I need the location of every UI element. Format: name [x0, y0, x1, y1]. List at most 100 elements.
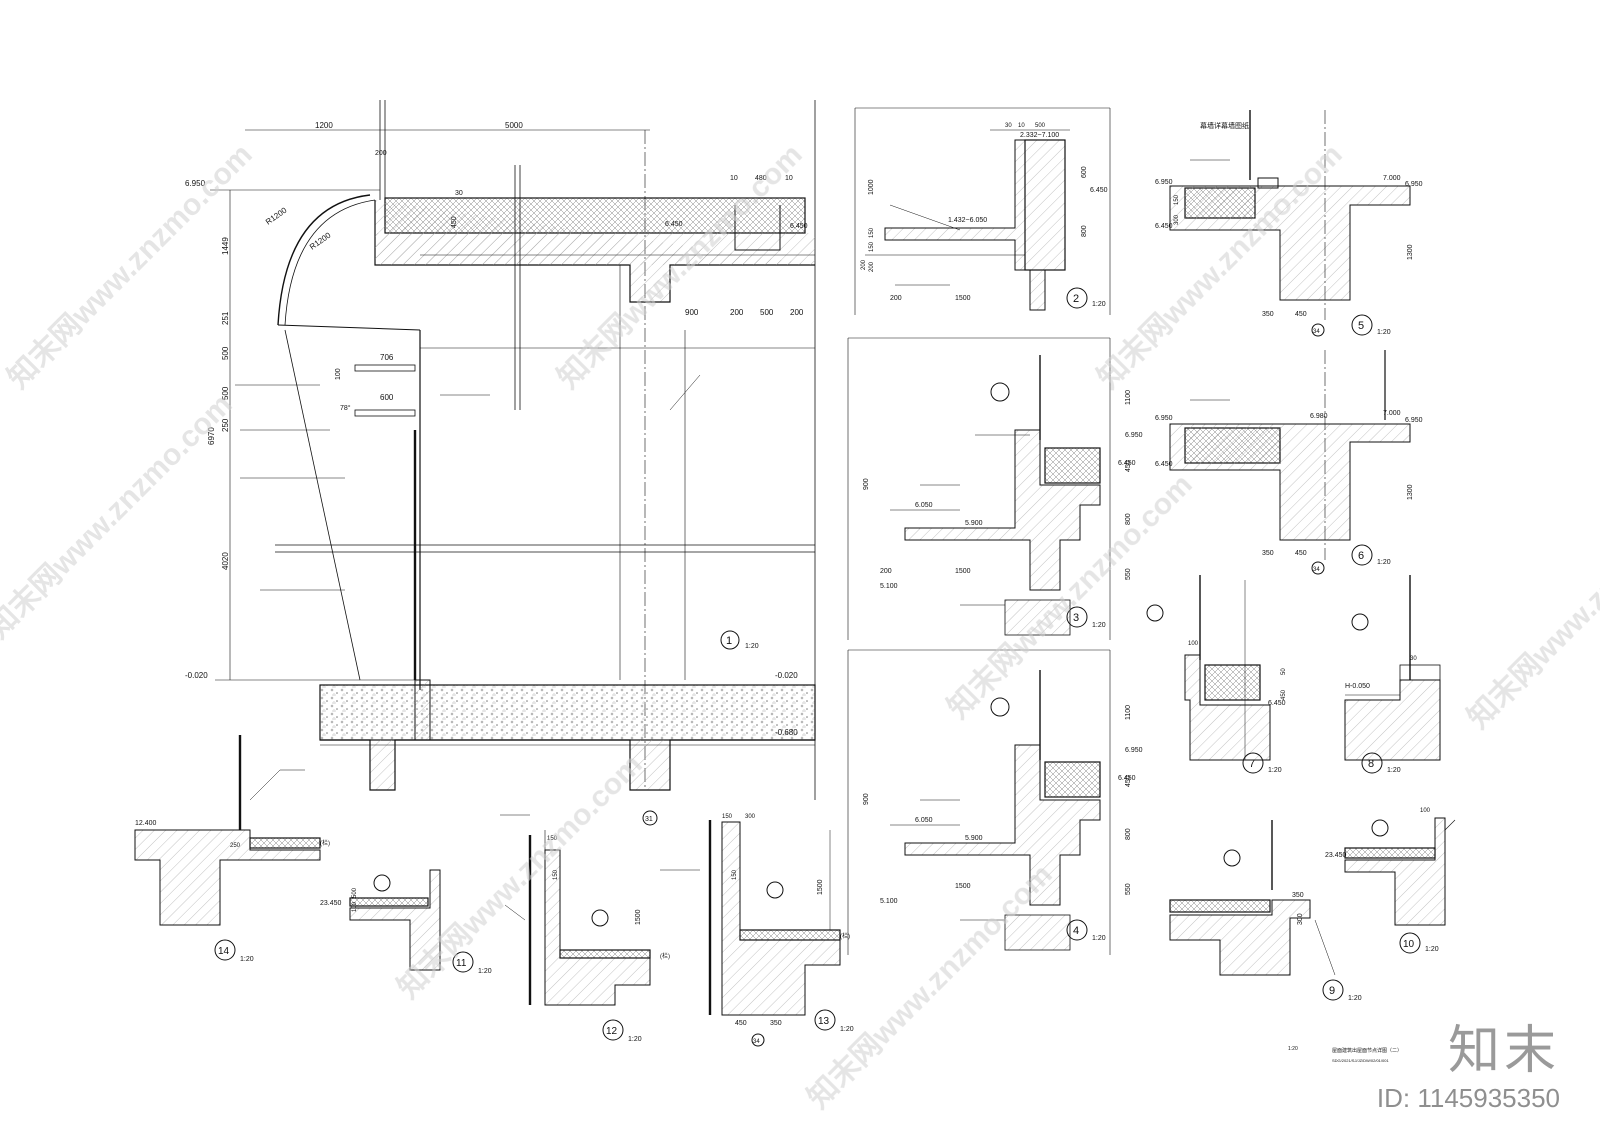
d5-level-6950-b: 6.950: [1405, 181, 1423, 188]
d6-level-7000: 7.000: [1383, 410, 1401, 417]
d10-level: 23.450: [1325, 852, 1347, 859]
dim-10-a: 10: [730, 175, 738, 182]
watermark-text: 知末网www.znzmo.com: [0, 388, 239, 645]
d2-level-range: 2.332~7.100: [1020, 132, 1059, 139]
d13-dim-1500: 1500: [817, 879, 824, 895]
dim-1449: 1449: [221, 237, 230, 255]
d5-level-7000: 7.000: [1383, 175, 1401, 182]
detail-14-scale: 1:20: [240, 956, 254, 963]
d3-dim-200: 200: [880, 568, 892, 575]
dim-4020: 4020: [221, 552, 230, 570]
d4-dim-900: 900: [863, 793, 870, 805]
d14-note: (栏): [320, 839, 330, 847]
d4-level-6050: 6.050: [915, 817, 933, 824]
detail-9-scale: 1:20: [1348, 995, 1362, 1002]
dim-1200: 1200: [315, 121, 333, 130]
detail-11-bubble: [452, 951, 474, 973]
detail-11-scale: 1:20: [478, 968, 492, 975]
detail-3-labels: 6.950 6.450 6.050 5.900 5.100 1100 450 8…: [863, 382, 1143, 629]
detail-4-bubble: [1066, 919, 1088, 941]
axis-31-label: 31: [645, 816, 653, 823]
level-m0020-a: -0.020: [185, 671, 208, 680]
detail-13-labels: 150 300 150 1500 450 350 (栏) 34 13 1:20: [722, 814, 854, 1047]
title-block-title: 屋面建筑出屋面节点详图（二）: [1332, 1047, 1402, 1054]
d10-ref-bubble: [1371, 819, 1389, 837]
detail-3: [847, 337, 1111, 640]
dim-480: 480: [755, 175, 767, 182]
detail-5-scale: 1:20: [1377, 329, 1391, 336]
detail-4-number: 4: [1073, 925, 1079, 937]
detail-6: [1169, 350, 1411, 560]
d8-ref-bubble: [1351, 613, 1369, 631]
d13-dim-300: 300: [745, 814, 756, 820]
d2-level-b: 6.450: [1090, 187, 1108, 194]
detail-5-bubble: [1351, 314, 1373, 336]
level-6950: 6.950: [185, 179, 206, 188]
detail-7-scale: 1:20: [1268, 767, 1282, 774]
d12-dim-1500: 1500: [635, 909, 642, 925]
d5-level-6950: 6.950: [1155, 179, 1173, 186]
detail-13-scale: 1:20: [840, 1026, 854, 1033]
d6-axis-bubble: [1311, 561, 1325, 575]
d13-note: (栏): [840, 932, 850, 940]
dim-500-a: 500: [221, 346, 230, 360]
detail-2: [854, 107, 1111, 315]
d3-dim-450: 450: [1125, 460, 1132, 472]
d7-ref-bubble: [1146, 604, 1164, 622]
d2-dim-200-c: 200: [861, 259, 867, 270]
d4-level-5900: 5.900: [965, 835, 983, 842]
d12-dim-150-b: 150: [553, 869, 559, 880]
d3-level-6950: 6.950: [1125, 432, 1143, 439]
detail-5-labels: 幕墙详幕墙图纸 6.950 6.450 7.000 6.950 150 300 …: [1155, 121, 1423, 337]
d9-dim-350: 350: [1292, 892, 1304, 899]
d3-ref-bubble: [990, 382, 1010, 402]
detail-2-labels: 30 10 500 2.332~7.100 1000 600 800 1500 …: [861, 123, 1108, 309]
d2-level-a: 1.432~6.050: [948, 217, 987, 224]
d6-level-6950: 6.950: [1155, 415, 1173, 422]
detail-1-scale: 1:20: [745, 643, 759, 650]
d9-ref-bubble: [1223, 849, 1241, 867]
detail-3-number: 3: [1073, 612, 1079, 624]
d10-dim-100: 100: [1420, 808, 1431, 814]
d13-dim-150-b: 150: [732, 869, 738, 880]
detail-1-number: 1: [726, 635, 732, 647]
detail-9: [1169, 820, 1336, 976]
d13-axis-bubble: [751, 1033, 765, 1047]
d4-level-5100: 5.100: [880, 898, 898, 905]
watermark-text: 知末网www.znzmo.com: [552, 138, 809, 395]
detail-14-labels: 12.400 250 (栏) 14 1:20: [135, 820, 330, 963]
d6-axis: 34: [1313, 567, 1320, 573]
detail-9-bubble: [1322, 979, 1344, 1001]
d11-dim-500: 500: [352, 887, 358, 898]
dim-5000: 5000: [505, 121, 523, 130]
detail-1-labels: 1200 5000 200 6.950 6.450 6.450 -0.020 -…: [185, 121, 808, 826]
detail-10-labels: 100 23.450 10 1:20: [1325, 808, 1439, 954]
dim-200: 200: [375, 150, 387, 157]
detail-10: [1344, 817, 1456, 926]
detail-14: [134, 735, 321, 926]
dim-6970: 6970: [207, 427, 216, 445]
d6-level-6450: 6.450: [1155, 461, 1173, 468]
radius-b: R1200: [308, 230, 333, 251]
watermark-text: 知末网www.znzmo.com: [802, 858, 1059, 1115]
brand-id: ID: 1145935350: [1376, 1083, 1560, 1113]
d4-level-6450: 6.450: [1118, 775, 1136, 782]
detail-8-scale: 1:20: [1387, 767, 1401, 774]
detail-9-labels: 350 300 9 1:20: [1223, 849, 1362, 1002]
dim-450: 450: [451, 216, 458, 228]
d6-level-6950-b: 6.950: [1405, 417, 1423, 424]
detail-7-number: 7: [1249, 758, 1255, 770]
d3-dim-1500: 1500: [955, 568, 971, 575]
d4-level-6950: 6.950: [1125, 747, 1143, 754]
d4-ref-bubble: [990, 697, 1010, 717]
detail-12: [500, 814, 651, 1006]
d7-dim-450: 450: [1281, 689, 1287, 700]
d5-dim-1300: 1300: [1407, 244, 1414, 260]
d2-dim-150-b: 150: [869, 227, 875, 238]
d3-dim-550: 550: [1125, 568, 1132, 580]
d5-dim-450: 450: [1295, 311, 1307, 318]
d11-dim-100: 100: [352, 901, 358, 912]
detail-13-number: 13: [818, 1016, 830, 1027]
d2-dim-200-a: 200: [890, 295, 902, 302]
axis-31-bubble: [642, 810, 658, 826]
